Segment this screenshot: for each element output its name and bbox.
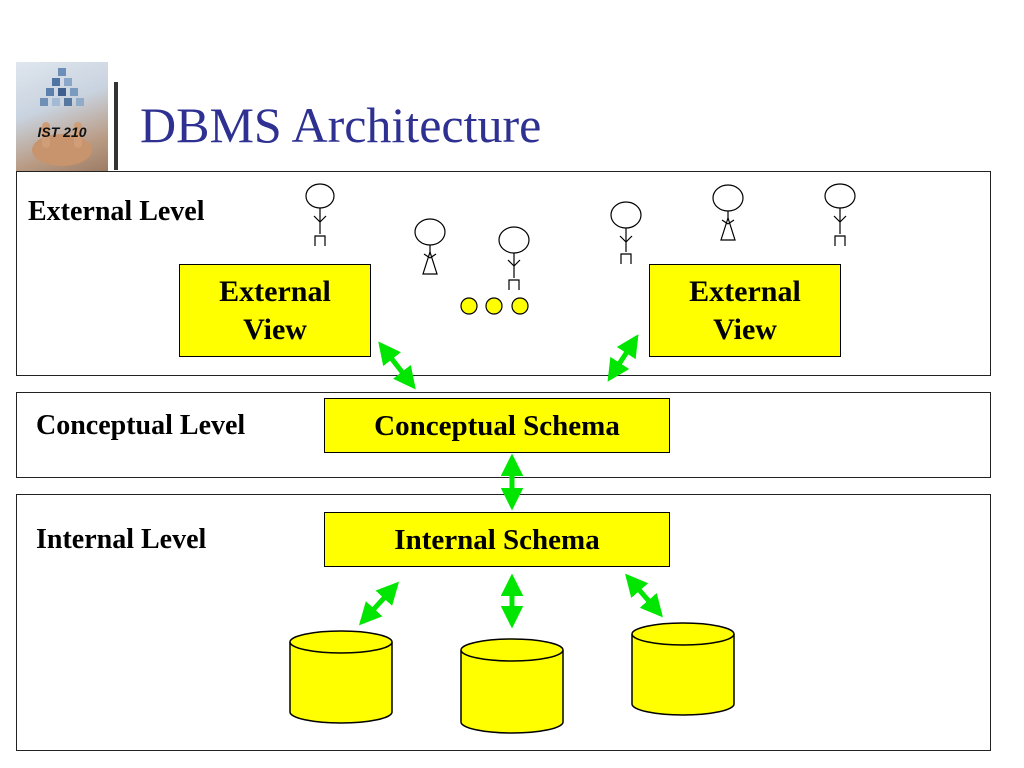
- user-icon: [498, 226, 530, 290]
- internal-level-label: Internal Level: [36, 524, 207, 555]
- logo-text: IST 210: [37, 124, 87, 140]
- user-icon: [414, 218, 446, 275]
- conceptual-level-label: Conceptual Level: [36, 410, 246, 441]
- external-view-box-left: External View: [179, 264, 371, 357]
- double-arrow-icon: [378, 341, 416, 390]
- user-icon: [305, 183, 335, 246]
- conceptual-schema-box: Conceptual Schema: [324, 398, 670, 453]
- title-divider: [114, 82, 118, 170]
- database-icon: [460, 638, 564, 734]
- double-arrow-icon: [607, 334, 639, 382]
- hand-globe-icon: [32, 68, 92, 166]
- user-icon: [610, 201, 642, 264]
- database-icon: [631, 622, 735, 716]
- double-arrow-icon: [625, 573, 663, 618]
- page-title: DBMS Architecture: [140, 97, 542, 153]
- course-logo: IST 210: [16, 62, 108, 172]
- database-icon: [289, 630, 393, 724]
- external-level-label: External Level: [28, 196, 205, 227]
- external-view-label-left: External View: [219, 274, 331, 346]
- user-icon: [824, 183, 856, 246]
- external-view-label-right: External View: [689, 274, 801, 346]
- internal-schema-label: Internal Schema: [394, 523, 600, 556]
- double-arrow-icon: [358, 581, 400, 626]
- conceptual-schema-label: Conceptual Schema: [374, 409, 620, 442]
- external-view-box-right: External View: [649, 264, 841, 357]
- internal-schema-box: Internal Schema: [324, 512, 670, 567]
- user-icon: [712, 184, 744, 241]
- ellipsis-dots-icon: [460, 297, 529, 315]
